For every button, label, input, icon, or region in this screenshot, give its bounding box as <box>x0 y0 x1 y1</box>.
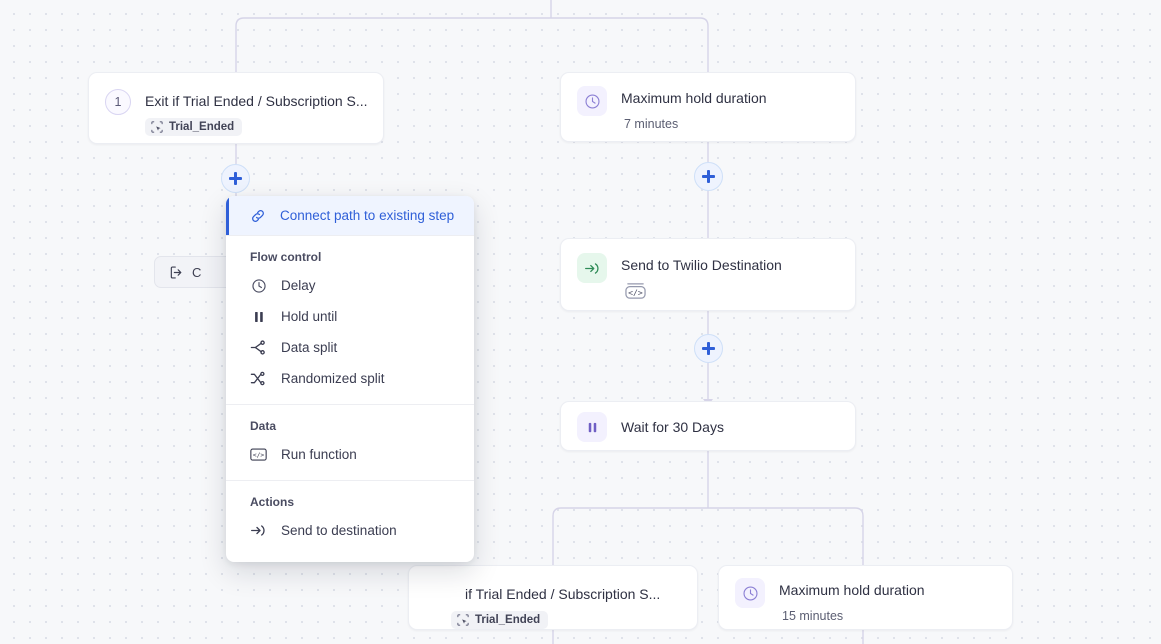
data-split-icon <box>250 339 267 356</box>
node-subtitle: 7 minutes <box>624 117 679 131</box>
node-exit-trial-bottom[interactable]: if Trial Ended / Subscription S... Trial… <box>408 565 698 630</box>
menu-section-actions: Actions Send to destination <box>226 480 474 556</box>
node-max-hold-top[interactable]: Maximum hold duration 7 minutes <box>560 72 856 142</box>
node-title: Maximum hold duration <box>779 582 925 598</box>
clock-icon <box>584 93 600 109</box>
node-title: if Trial Ended / Subscription S... <box>465 586 661 602</box>
menu-item-randomized-split[interactable]: Randomized split <box>226 363 474 394</box>
node-tag-label: Trial_Ended <box>475 614 541 626</box>
pause-icon-wrapper <box>577 412 607 442</box>
menu-item-hold-until[interactable]: Hold until <box>226 301 474 332</box>
menu-item-connect-path[interactable]: Connect path to existing step <box>226 196 474 235</box>
menu-section-heading: Actions <box>250 495 295 509</box>
code-badge-icon: </> <box>623 281 648 300</box>
svg-text:</>: </> <box>628 287 643 297</box>
node-subtitle: 15 minutes <box>782 609 844 623</box>
clock-icon-wrapper <box>577 86 607 116</box>
add-step-button-after-max-hold[interactable] <box>694 162 723 191</box>
node-exit-trial-top[interactable]: 1 Exit if Trial Ended / Subscription S..… <box>88 72 384 144</box>
pause-icon <box>250 308 267 325</box>
node-title: Send to Twilio Destination <box>621 257 782 273</box>
selection-cursor-icon <box>151 121 163 133</box>
menu-section-data: Data </> Run function <box>226 404 474 480</box>
menu-item-label: Run function <box>281 447 357 462</box>
add-step-menu[interactable]: Connect path to existing step Flow contr… <box>226 196 474 562</box>
add-step-button-after-twilio[interactable] <box>694 334 723 363</box>
clock-icon-wrapper <box>735 578 765 608</box>
node-max-hold-bottom[interactable]: Maximum hold duration 15 minutes <box>718 565 1013 630</box>
exit-icon <box>169 265 184 280</box>
add-step-button-left-branch[interactable] <box>221 164 250 193</box>
menu-item-label: Connect path to existing step <box>280 208 455 223</box>
pause-icon <box>588 422 596 432</box>
code-icon: </> <box>250 446 267 463</box>
clock-icon <box>250 277 267 294</box>
menu-item-label: Hold until <box>281 309 338 324</box>
menu-section-heading: Flow control <box>250 250 322 264</box>
arrow-into-icon <box>584 262 599 274</box>
randomized-split-icon <box>250 370 267 387</box>
node-tag: Trial_Ended <box>451 611 549 629</box>
menu-section-heading: Data <box>250 419 277 433</box>
link-icon <box>249 207 266 224</box>
node-title: Wait for 30 Days <box>621 419 724 435</box>
menu-item-data-split[interactable]: Data split <box>226 332 474 363</box>
arrow-into-icon <box>250 522 267 539</box>
node-wait-30-days[interactable]: Wait for 30 Days <box>560 401 856 451</box>
step-number-badge: 1 <box>105 89 131 115</box>
clock-icon <box>742 585 758 601</box>
node-send-twilio[interactable]: Send to Twilio Destination </> <box>560 238 856 311</box>
menu-item-label: Send to destination <box>281 523 397 538</box>
exit-step-label: C <box>192 264 202 280</box>
menu-item-label: Randomized split <box>281 371 385 386</box>
menu-item-label: Data split <box>281 340 338 355</box>
selection-cursor-icon <box>457 614 469 626</box>
menu-item-send-to-destination[interactable]: Send to destination <box>226 515 474 546</box>
menu-item-run-function[interactable]: </> Run function <box>226 439 474 470</box>
menu-top-section: Connect path to existing step <box>226 196 474 236</box>
menu-item-delay[interactable]: Delay <box>226 270 474 301</box>
node-title: Maximum hold duration <box>621 90 767 106</box>
svg-text:</>: </> <box>253 451 265 459</box>
node-tag: Trial_Ended <box>145 118 243 136</box>
menu-item-label: Delay <box>281 278 316 293</box>
menu-section-flow-control: Flow control Delay Hold until <box>226 236 474 404</box>
node-tag-label: Trial_Ended <box>169 121 235 133</box>
send-destination-icon-wrapper <box>577 253 607 283</box>
node-title: Exit if Trial Ended / Subscription S... <box>145 93 368 109</box>
